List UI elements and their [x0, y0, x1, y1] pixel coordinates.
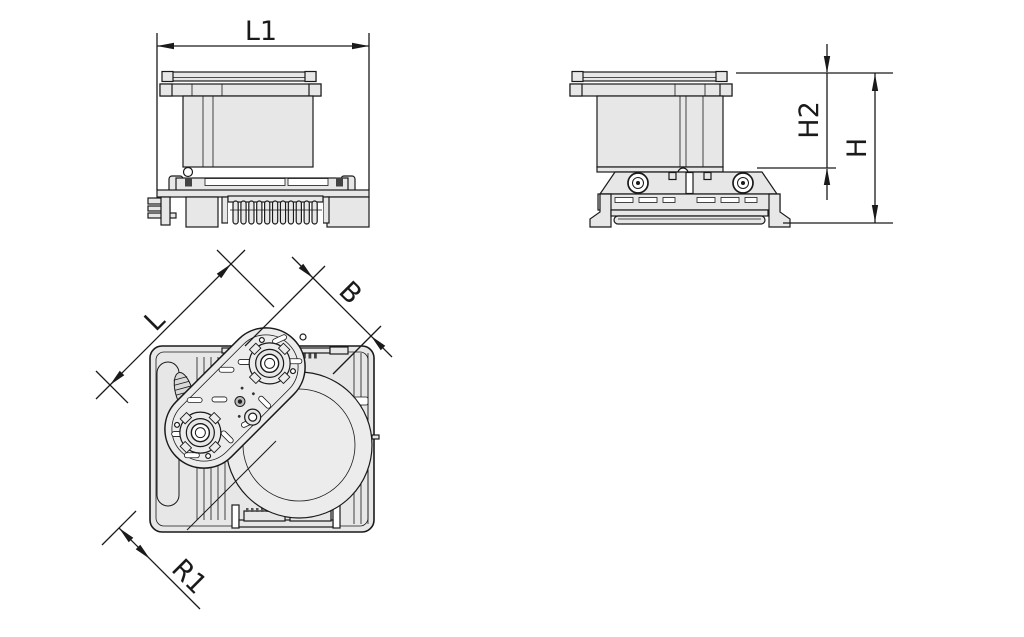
extension-line: [95, 370, 129, 404]
front-flange: [159, 83, 322, 97]
side-bolt-right: [732, 172, 754, 194]
dimension-label-l: L: [139, 305, 172, 338]
arrowhead: [107, 370, 125, 388]
arrowhead: [135, 544, 153, 562]
side-flange: [569, 83, 733, 97]
dimension-label-h: H: [842, 138, 873, 158]
arrowhead: [823, 56, 831, 73]
arrowhead: [823, 168, 831, 185]
extension-line: [216, 249, 275, 308]
arrowhead: [116, 525, 134, 543]
side-body: [596, 95, 724, 168]
side-leg-right: [768, 193, 791, 228]
leader-line-r1: [118, 527, 201, 610]
dimension-label-b: B: [332, 275, 367, 310]
arrowhead: [352, 42, 369, 50]
dimension-label-r1: R1: [165, 553, 212, 600]
arrowhead: [298, 263, 316, 281]
plate-boss-upper: [248, 342, 291, 385]
front-flange-cap: [162, 71, 317, 82]
top-view: [149, 327, 380, 533]
front-view: [147, 70, 370, 228]
dimension-label-l1: L1: [245, 16, 277, 47]
dimension-l1: L1: [156, 16, 370, 190]
dimension-h: H: [783, 73, 893, 224]
side-view: [569, 70, 791, 228]
arrowhead: [871, 205, 879, 222]
extension-line: [244, 265, 326, 347]
dimension-label-h2: H2: [794, 101, 825, 138]
arrowhead: [368, 333, 386, 351]
side-flange-cap: [572, 71, 728, 82]
arrowhead: [871, 74, 879, 91]
side-leg-left: [589, 193, 612, 228]
arrowhead: [216, 261, 234, 279]
plate-boss-lower: [179, 411, 222, 454]
front-pin: [182, 166, 194, 178]
front-body: [182, 95, 314, 168]
extension-line: [332, 325, 382, 375]
front-bellows: [227, 195, 324, 227]
mounting-plate: [164, 327, 306, 469]
side-bolt-left: [627, 172, 649, 194]
dimension-h2: H2: [736, 44, 893, 200]
side-bottom-pad: [613, 215, 766, 225]
arrowhead: [157, 42, 174, 50]
